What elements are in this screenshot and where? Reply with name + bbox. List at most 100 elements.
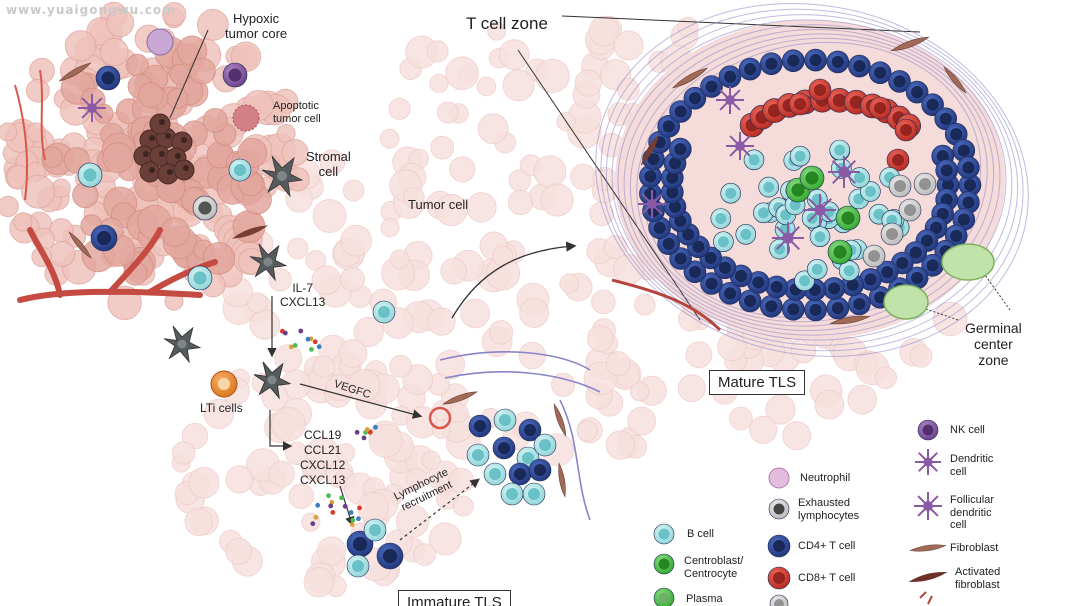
legend-icon-exhausted-nucleus xyxy=(773,503,785,515)
tumor-cell xyxy=(677,374,706,403)
cd4-t-cell-nucleus xyxy=(874,291,887,304)
cd4-t-cell-nucleus xyxy=(827,282,841,295)
chemokine-dot xyxy=(315,502,321,508)
chemokine-dot xyxy=(342,503,348,509)
fibroblast xyxy=(943,66,967,94)
legend-icon-follicular-body xyxy=(923,501,933,511)
legend-icon-cd4-nucleus xyxy=(772,539,786,553)
cd4-t-cell-nucleus xyxy=(765,57,778,70)
cd4-t-cell-nucleus xyxy=(513,467,527,481)
cd8-t-cell-nucleus xyxy=(873,101,887,115)
chemokine-dot xyxy=(298,328,304,334)
fibroblast xyxy=(890,36,930,52)
legend-icon-activated-fibroblast xyxy=(908,572,948,582)
tumor-cell xyxy=(476,76,497,97)
cd4-t-cell-nucleus xyxy=(523,423,537,437)
tumor-cell xyxy=(49,240,76,267)
tumor-cell xyxy=(570,163,597,190)
chemokine-dot xyxy=(357,505,362,511)
tumor-cell xyxy=(487,21,507,41)
watermark: www.yuaigongwu.com xyxy=(6,3,176,17)
centroblast-nucleus xyxy=(805,171,819,185)
cd4-t-cell-nucleus xyxy=(662,120,675,133)
cd4-t-cell-nucleus xyxy=(940,164,953,177)
legend-exhausted: Exhausted lymphocytes xyxy=(798,497,860,522)
lymphatic-fibre xyxy=(629,33,995,327)
cd4-t-cell-nucleus xyxy=(926,259,939,272)
tumor-cell xyxy=(429,73,449,93)
tumor-cell xyxy=(353,316,384,348)
tumor-cell xyxy=(847,384,878,415)
pointer-t-cell-zone-2 xyxy=(517,49,701,321)
lti-cells-label: LTi cells xyxy=(200,401,243,415)
tumor-cell xyxy=(270,406,306,442)
tumor-cell xyxy=(448,403,469,424)
lymphatic-fibre xyxy=(595,2,1029,358)
tumor-cell xyxy=(613,30,644,61)
tumor-cell xyxy=(379,128,400,149)
cd4-t-cell-nucleus xyxy=(893,75,906,88)
tumor-cell xyxy=(627,406,657,436)
tumor-cell xyxy=(677,16,699,38)
tumor-cell xyxy=(347,369,381,403)
b-cell-nucleus xyxy=(794,150,806,162)
plasma-cell-nucleus xyxy=(885,227,899,241)
nucleus xyxy=(175,153,181,159)
legend-icon-fibroblast xyxy=(909,544,947,552)
cd4-t-cell-nucleus xyxy=(874,66,887,79)
nucleus xyxy=(181,137,187,143)
legend-follicular: Follicular dendritic cell xyxy=(950,494,995,532)
tumor-cell xyxy=(782,421,812,451)
cd4-t-cell-nucleus xyxy=(962,196,975,209)
b-cell-nucleus xyxy=(715,213,727,224)
cd4-t-cell-nucleus xyxy=(647,152,660,166)
tumor-cell xyxy=(589,201,615,227)
stromal-label: Stromal cell xyxy=(306,149,351,179)
apoptotic-label: Apoptotic tumor cell xyxy=(273,100,321,125)
tumor-cell xyxy=(488,320,514,345)
dendritic-cell-body xyxy=(647,199,657,209)
cd4-t-cell-nucleus xyxy=(644,187,657,200)
cd4-t-cell-nucleus xyxy=(723,70,737,83)
tumor-cell xyxy=(445,56,479,90)
b-cell-nucleus xyxy=(811,263,823,275)
cd4-t-cell-nucleus xyxy=(644,170,657,183)
tumor-cell xyxy=(452,495,474,517)
chemokine-dot xyxy=(361,435,367,441)
legend-icon-dendritic xyxy=(915,449,941,475)
b-cell-nucleus xyxy=(854,172,866,184)
tumor-cell xyxy=(268,460,295,487)
tumor-cell xyxy=(909,344,933,368)
immature-tls-label: Immature TLS xyxy=(398,590,511,606)
hypoxic-core-label: Hypoxic tumor core xyxy=(225,11,288,41)
legend-icon-partial-nucleus xyxy=(774,599,784,606)
cd4-t-cell-nucleus xyxy=(853,297,866,310)
tumor-cell xyxy=(13,212,33,232)
b-cell-nucleus xyxy=(763,181,775,193)
chemokine-dot xyxy=(328,503,334,509)
tumor-cell xyxy=(427,307,456,336)
cd4-t-cell-nucleus xyxy=(909,246,922,259)
follicular-dendritic-cell-body xyxy=(838,166,850,178)
b-cell-nucleus xyxy=(83,168,97,182)
b-cell-nucleus xyxy=(864,185,876,197)
il7-cxcl13-label: IL-7 CXCL13 xyxy=(280,281,326,309)
cd4-t-cell-nucleus xyxy=(668,157,682,170)
high-endothelial-venule xyxy=(941,243,995,281)
tumor-cell xyxy=(519,297,550,328)
tumor-cell xyxy=(389,354,412,378)
legend-b-cell: B cell xyxy=(687,528,714,540)
cd4-t-cell-nucleus xyxy=(662,237,675,250)
tumor-cell xyxy=(138,82,164,108)
cd4-t-cell-nucleus xyxy=(96,230,112,246)
cd4-t-cell-nucleus xyxy=(896,256,909,270)
chemokine-dot xyxy=(364,427,370,432)
dendritic-cell-body xyxy=(725,95,735,105)
dendritic-cell xyxy=(638,190,666,218)
b-cell-nucleus xyxy=(725,187,737,199)
activated-fibroblast xyxy=(232,225,268,239)
tumor-cell xyxy=(100,37,129,67)
tumor-cell xyxy=(426,40,449,63)
tumor-cell xyxy=(41,146,64,168)
tumor-cell xyxy=(106,8,135,38)
